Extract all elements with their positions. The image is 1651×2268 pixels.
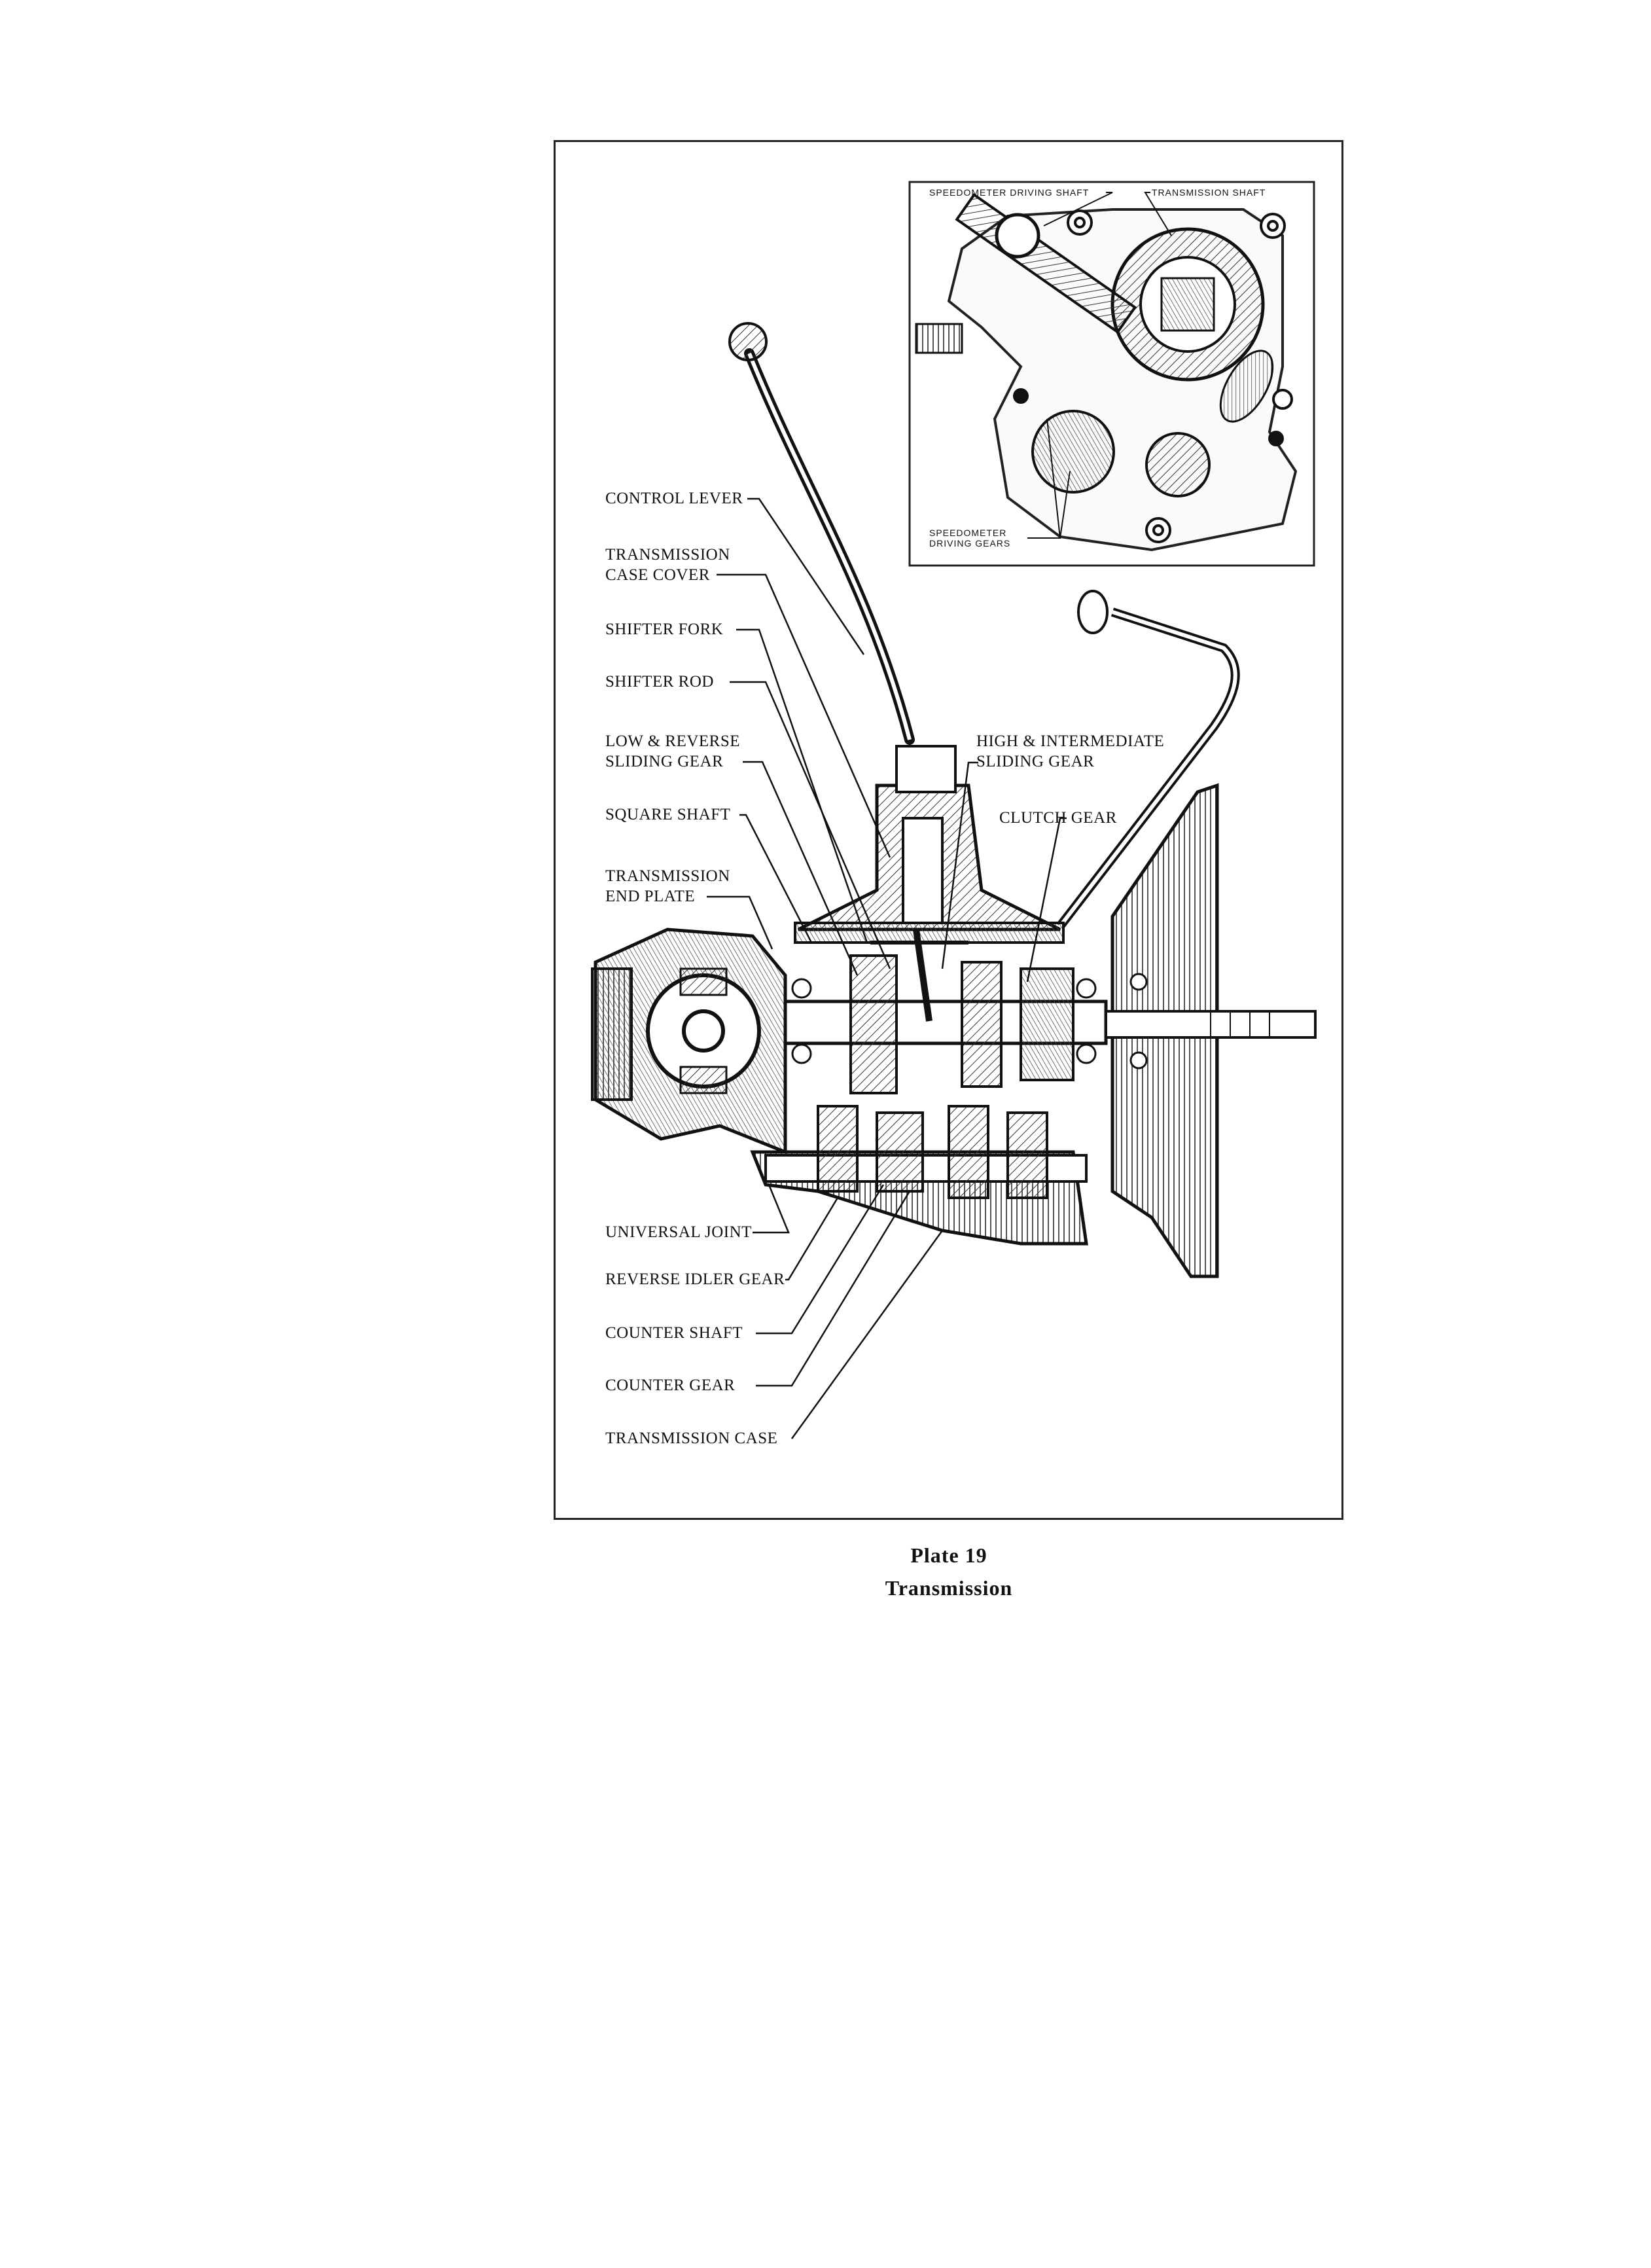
label-speedometer-driving-gears: SPEEDOMETER DRIVING GEARS [929,528,1011,549]
label-transmission-shaft: TRANSMISSION SHAFT [1152,187,1266,198]
label-transmission-end-plate: TRANSMISSION END PLATE [605,867,730,905]
plate-title: Transmission [885,1576,1013,1600]
inset-driving-gear-icon [1031,410,1115,494]
label-control-lever: CONTROL LEVER [605,490,743,507]
high-intermediate-gear-icon [961,961,1003,1088]
label-counter-shaft: COUNTER SHAFT [605,1324,743,1342]
label-low-reverse-sliding-gear: LOW & REVERSE SLIDING GEAR [605,732,741,770]
low-reverse-gear-icon [849,954,898,1094]
plate-number: Plate 19 [910,1543,987,1567]
clutch-gear-icon [1020,967,1074,1081]
label-reverse-idler-gear: REVERSE IDLER GEAR [605,1270,785,1288]
label-speedometer-driving-shaft: SPEEDOMETER DRIVING SHAFT [929,187,1090,198]
label-transmission-case: TRANSMISSION CASE [605,1430,778,1447]
label-clutch-gear: CLUTCH GEAR [999,809,1117,827]
plate-frame [554,140,1343,1520]
label-shifter-fork: SHIFTER FORK [605,621,724,638]
bearings [791,973,1148,1070]
inset-bolts [1067,209,1293,543]
speedometer-inset [908,181,1315,567]
label-high-intermediate-sliding-gear: HIGH & INTERMEDIATE SLIDING GEAR [976,732,1165,770]
leader-lines [707,497,1067,1439]
transmission-cross-section [591,322,1317,1278]
label-square-shaft: SQUARE SHAFT [605,806,731,823]
label-transmission-case-cover: TRANSMISSION CASE COVER [605,546,730,584]
label-counter-gear: COUNTER GEAR [605,1377,736,1394]
label-universal-joint: UNIVERSAL JOINT [605,1223,752,1241]
label-shifter-rod: SHIFTER ROD [605,673,714,691]
